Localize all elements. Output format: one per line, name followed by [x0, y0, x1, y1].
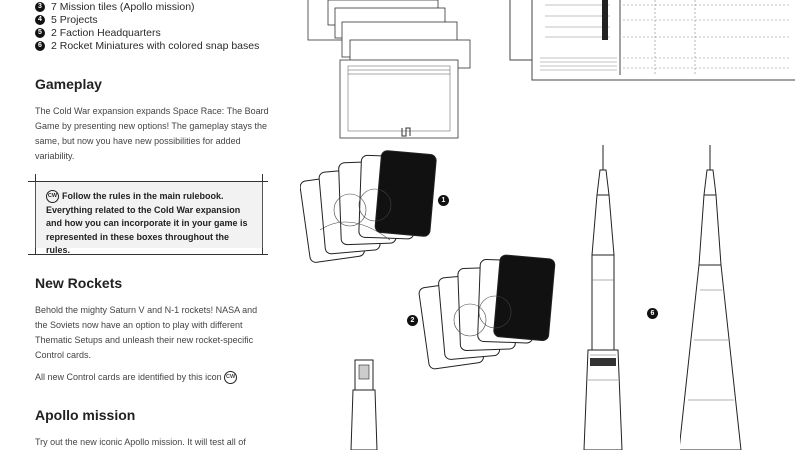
- mission-tiles-illustration: [307, 0, 471, 139]
- number-badge: 3: [35, 1, 45, 12]
- list-item: 3 7 Mission tiles (Apollo mission): [35, 0, 275, 13]
- headquarters-illustration: [509, 0, 795, 81]
- apollo-body: Try out the new iconic Apollo mission. I…: [35, 437, 246, 447]
- list-item-label: 2 Rocket Miniatures with colored snap ba…: [51, 39, 260, 52]
- rocket-miniature-illustration: [350, 359, 378, 450]
- note-text: Follow the rules in the main rulebook. E…: [46, 191, 248, 255]
- divider: [28, 254, 268, 255]
- list-item-label: 5 Projects: [51, 13, 98, 26]
- components-list: 3 7 Mission tiles (Apollo mission) 4 5 Pro…: [35, 0, 275, 52]
- number-badge: 6: [35, 40, 45, 51]
- gameplay-body: The Cold War expansion expands Space Rac…: [35, 106, 269, 161]
- new-rockets-heading: New Rockets: [35, 275, 123, 291]
- number-badge: 4: [35, 14, 45, 25]
- new-rockets-body: Behold the mighty Saturn V and N-1 rocke…: [35, 305, 258, 360]
- list-item: 4 5 Projects: [35, 13, 275, 26]
- gameplay-heading: Gameplay: [35, 76, 102, 92]
- icon-note-text: All new Control cards are identified by …: [35, 372, 222, 382]
- callout-6: 6: [647, 308, 658, 319]
- divider: [28, 181, 268, 182]
- n1-rocket-illustration: [680, 145, 742, 450]
- list-item: 6 2 Rocket Miniatures with colored snap b…: [35, 39, 275, 52]
- saturn-v-rocket-illustration: [583, 145, 623, 450]
- list-item-label: 2 Faction Headquarters: [51, 26, 161, 39]
- list-item-label: 7 Mission tiles (Apollo mission): [51, 0, 195, 13]
- control-cards-illustration: [300, 150, 437, 263]
- apollo-heading: Apollo mission: [35, 407, 136, 423]
- number-badge: 5: [35, 27, 45, 38]
- callout-2: 2: [407, 315, 418, 326]
- control-cards-illustration-2: [418, 254, 556, 370]
- callout-1: 1: [438, 195, 449, 206]
- cw-icon: CW: [46, 190, 59, 204]
- cw-icon: CW: [224, 371, 238, 385]
- list-item: 5 2 Faction Headquarters: [35, 26, 275, 39]
- icon-note: All new Control cards are identified by …: [35, 370, 270, 385]
